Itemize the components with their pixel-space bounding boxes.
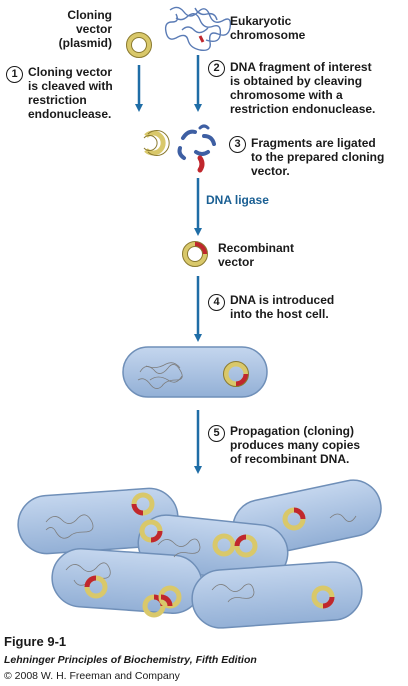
cloning-vector-label: Cloning vector (plasmid): [58, 8, 112, 50]
step-3-number: 3: [229, 136, 246, 153]
step-5-number: 5: [208, 425, 225, 442]
chromosome-insert-mark: [198, 35, 205, 43]
cloning-vector-plasmid: [126, 32, 152, 58]
dna-fragments: [177, 124, 216, 173]
step-4-text: DNA is introduced into the host cell.: [230, 293, 335, 321]
step-4-number: 4: [208, 294, 225, 311]
step-5-text: Propagation (cloning) produces many copi…: [230, 424, 361, 466]
propagated-cells: [17, 479, 382, 629]
step-2-number: 2: [208, 60, 225, 77]
eukaryotic-chromosome-icon: [164, 6, 232, 52]
step-1-number: 1: [6, 66, 23, 83]
cleaved-plasmid: [143, 130, 170, 156]
recombinant-vector-label: Recombinant vector: [218, 241, 295, 269]
eukaryotic-chromosome-label: Eukaryotic chromosome: [230, 14, 306, 42]
recombinant-vector: [182, 241, 208, 267]
step-1-text: Cloning vector is cleaved with restricti…: [28, 65, 113, 121]
book-title: Lehninger Principles of Biochemistry, Fi…: [4, 654, 257, 666]
copyright-text: © 2008 W. H. Freeman and Company: [4, 670, 180, 682]
figure-title: Figure 9-1: [4, 634, 67, 649]
step-2-text: DNA fragment of interest is obtained by …: [230, 60, 376, 116]
step-3-text: Fragments are ligated to the prepared cl…: [251, 136, 385, 178]
dna-ligase-label: DNA ligase: [206, 193, 269, 207]
host-cell: [122, 346, 268, 398]
